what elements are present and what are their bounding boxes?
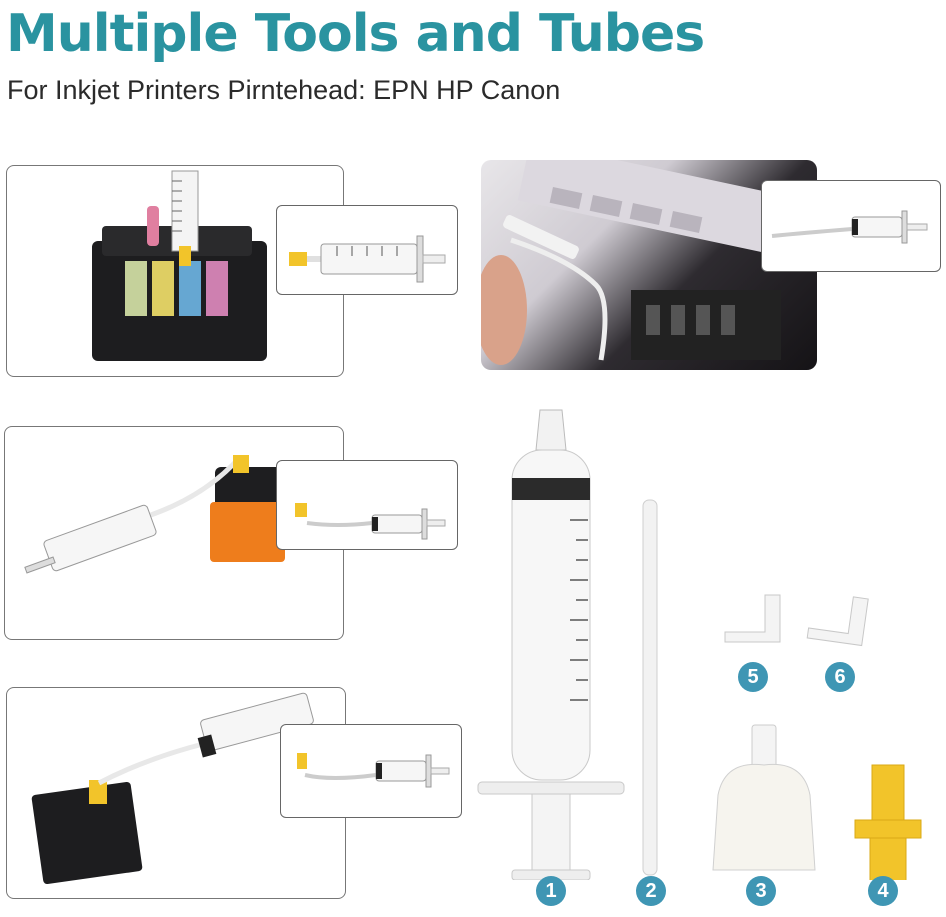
badge-part-6: 6 — [825, 662, 855, 692]
page-subtitle: For Inkjet Printers Pirntehead: EPN HP C… — [7, 75, 561, 105]
panel-epson-printer-photo — [481, 160, 817, 370]
page-title: Multiple Tools and Tubes — [6, 4, 705, 64]
badge-part-2: 2 — [636, 876, 666, 906]
orange-printhead-illustration — [24, 455, 285, 574]
epson-printer-photo-illustration — [481, 160, 817, 365]
syringe-with-tube-icon — [771, 210, 928, 244]
yellow-adapter — [854, 764, 922, 880]
badge-part-5: 5 — [738, 662, 768, 692]
l-adapter-6 — [806, 596, 869, 647]
silicone-tube — [642, 499, 658, 876]
white-adapter — [712, 724, 816, 871]
inset-syringe-3 — [276, 460, 458, 550]
syringe-with-tube-icon — [295, 503, 446, 540]
epson-printhead-illustration — [31, 692, 314, 885]
badge-part-3: 3 — [746, 876, 776, 906]
syringe-with-tube-icon — [297, 753, 450, 788]
badge-part-4: 4 — [868, 876, 898, 906]
inset-syringe-2 — [761, 180, 941, 272]
hp-printhead-illustration — [92, 170, 267, 361]
l-adapter-5 — [724, 594, 781, 643]
inset-syringe-1 — [276, 205, 458, 295]
inset-syringe-4 — [280, 724, 462, 818]
parts-illustration — [477, 409, 922, 880]
badge-part-1: 1 — [536, 876, 566, 906]
large-syringe — [477, 409, 625, 880]
syringe-icon — [289, 235, 446, 283]
